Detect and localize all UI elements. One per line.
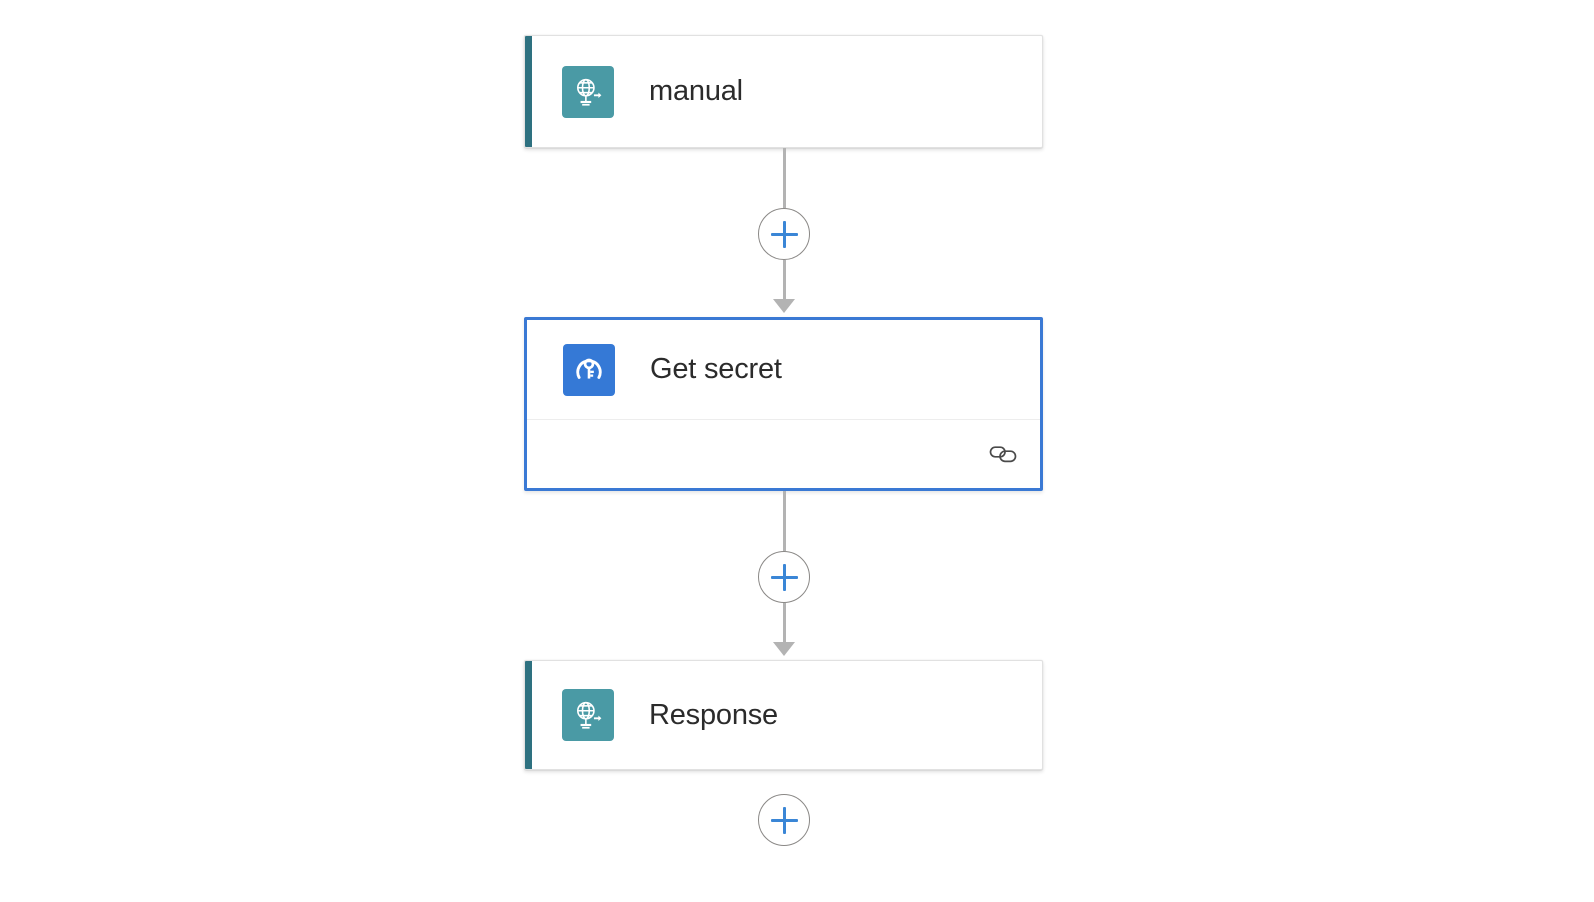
globe-request-icon — [562, 65, 614, 118]
workflow-node-response[interactable]: Response — [524, 660, 1043, 770]
edge-line-getsecret-entry — [783, 260, 786, 300]
globe-request-icon — [562, 689, 614, 741]
edge-arrow-response — [773, 642, 795, 656]
edge-line-manual-getsecret — [783, 148, 786, 208]
plus-icon-vertical — [782, 220, 786, 248]
plus-icon-vertical — [782, 563, 786, 591]
link-icon[interactable] — [988, 441, 1018, 467]
node-title: Get secret — [650, 353, 782, 385]
workflow-node-get-secret[interactable]: Get secret — [524, 317, 1043, 491]
node-header: Response — [525, 661, 1042, 769]
node-header: Get secret — [527, 320, 1040, 419]
node-title: Response — [649, 698, 778, 731]
insert-action-button-after-manual[interactable] — [758, 208, 810, 260]
node-title: manual — [649, 75, 743, 107]
node-accent-bar — [525, 661, 532, 769]
insert-action-button-after-response[interactable] — [758, 794, 810, 846]
node-footer — [527, 419, 1040, 488]
key-vault-icon — [563, 343, 615, 396]
edge-line-response-entry — [783, 603, 786, 643]
edge-line-getsecret-response — [783, 491, 786, 551]
node-accent-bar — [525, 36, 532, 147]
workflow-node-manual[interactable]: manual — [524, 35, 1043, 148]
plus-icon-vertical — [782, 806, 786, 834]
insert-action-button-after-get-secret[interactable] — [758, 551, 810, 603]
edge-arrow-getsecret — [773, 299, 795, 313]
node-header: manual — [525, 36, 1042, 147]
